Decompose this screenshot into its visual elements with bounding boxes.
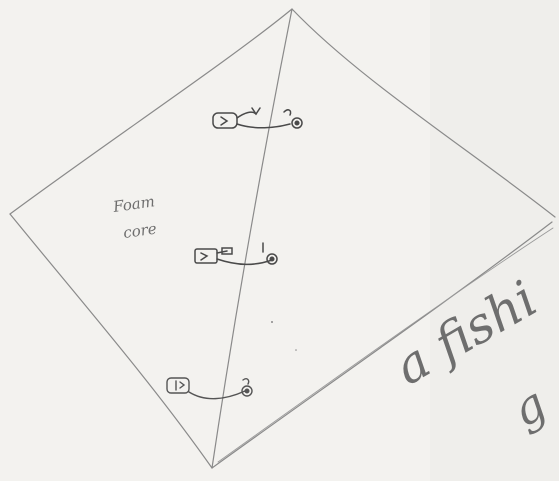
pencil-dot bbox=[271, 321, 273, 323]
pencil-dot bbox=[295, 349, 297, 351]
bell-clapper bbox=[270, 257, 274, 261]
bell-clapper bbox=[245, 389, 249, 393]
bell-clapper bbox=[295, 121, 299, 125]
